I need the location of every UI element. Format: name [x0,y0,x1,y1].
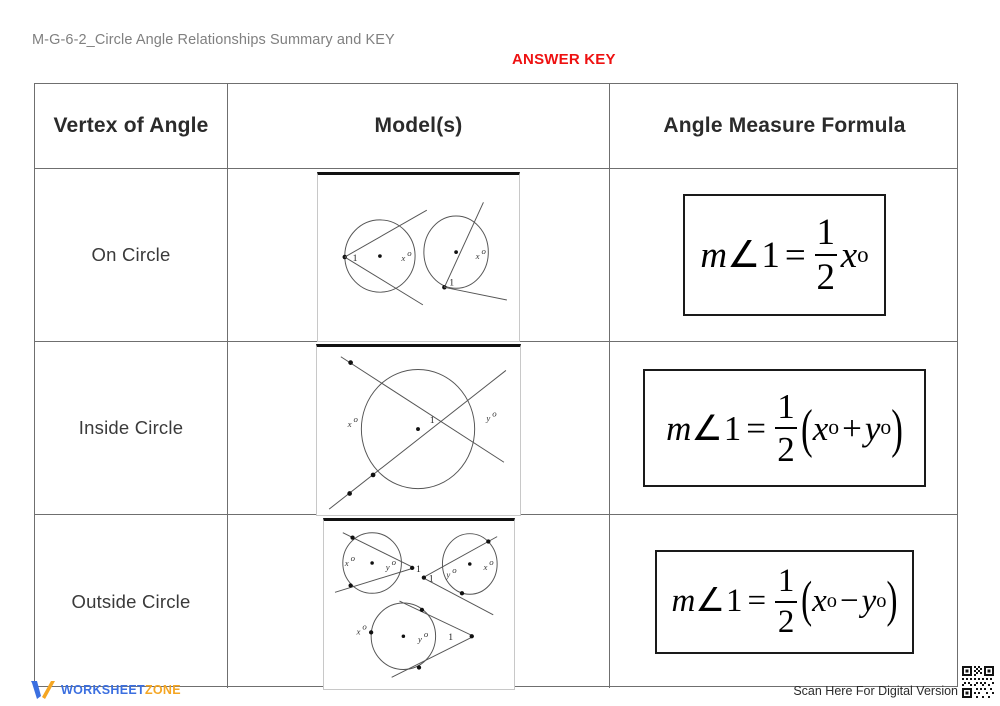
fraction-denominator: 2 [816,257,835,298]
fraction-denominator: 2 [777,430,795,469]
column-header-vertex-label: Vertex of Angle [53,114,209,137]
diagram-label: y [485,413,490,423]
answer-key-badge: ANSWER KEY [512,51,616,68]
diagram-label: o [350,553,355,563]
circle-angle-relationships-table: Vertex of Angle Model(s) Angle Measure F… [34,83,959,690]
diagram-label: o [492,408,497,418]
diagram-label: o [362,621,367,631]
column-header-formula: Angle Measure Formula [610,84,959,168]
diagram-label: 1 [416,563,421,574]
diagram-label: o [423,629,428,639]
model-cell-outside-circle: 1 x o y o 1 y o x o [228,515,610,690]
column-header-formula-label: Angle Measure Formula [663,114,906,137]
column-header-vertex: Vertex of Angle [35,84,228,168]
diagram-label: x [347,419,352,429]
column-header-models-label: Model(s) [374,114,463,137]
diagram-label: x [475,251,480,261]
diagram-label: y [417,634,422,644]
vertex-label-on-circle: On Circle [91,244,171,265]
vertex-label-outside-circle: Outside Circle [71,590,191,612]
document-title: M-G-6-2_Circle Angle Relationships Summa… [32,32,395,48]
model-cell-on-circle: 1 x o 1 x o [228,169,610,342]
fraction-bar [775,427,798,429]
diagram-label: y [384,561,389,571]
logo-v-mark-icon [31,681,55,699]
diagram-label: y [445,569,450,579]
vertex-cell-inside-circle: Inside Circle [35,342,228,514]
logo-word-worksheet: WORKSHEET [61,683,145,697]
diagram-label: o [391,556,396,566]
diagram-label: o [481,246,486,256]
diagram-label: x [482,561,487,571]
diagram-label: x [343,557,348,567]
table-header-row: Vertex of Angle Model(s) Angle Measure F… [35,84,957,169]
diagram-label: 1 [430,415,435,426]
table-row: Outside Circle 1 x o y o [35,515,959,690]
model-diagram-outside-circle: 1 x o y o 1 y o x o [322,517,515,690]
diagram-label: o [407,248,412,258]
diagram-label: x [355,626,360,636]
model-diagram-inside-circle: 1 x o y o [316,344,521,516]
vertex-label-inside-circle: Inside Circle [78,417,184,438]
fraction-denominator: 2 [777,603,795,640]
fraction-numerator: 1 [777,562,795,599]
fraction-bar [814,254,837,256]
model-diagram-on-circle: 1 x o 1 x o [317,172,520,342]
diagram-label: 1 [449,277,454,288]
fraction-bar [775,600,798,603]
worksheetzone-logo[interactable]: WORKSHEETZONE [30,680,181,700]
table-row: On Circle 1 x o [35,169,957,342]
logo-word-zone: ZONE [144,683,181,697]
qr-code[interactable] [960,664,996,700]
model-cell-inside-circle: 1 x o y o [228,342,610,516]
table-row: Inside Circle 1 x o y o [35,342,959,516]
diagram-label: o [452,564,457,574]
fraction-numerator: 1 [816,212,835,253]
logo-wordmark: WORKSHEETZONE [61,683,181,697]
vertex-cell-on-circle: On Circle [35,169,228,341]
diagram-label: o [489,556,494,566]
diagram-label: o [354,414,359,424]
fraction-numerator: 1 [777,387,795,426]
diagram-label: x [400,253,405,263]
column-header-models: Model(s) [228,84,610,168]
diagram-label: 1 [428,573,433,584]
vertex-cell-outside-circle: Outside Circle [35,515,228,688]
diagram-label: 1 [353,253,358,264]
diagram-label: 1 [448,632,453,643]
scan-prompt-text: Scan Here For Digital Version [793,684,958,698]
